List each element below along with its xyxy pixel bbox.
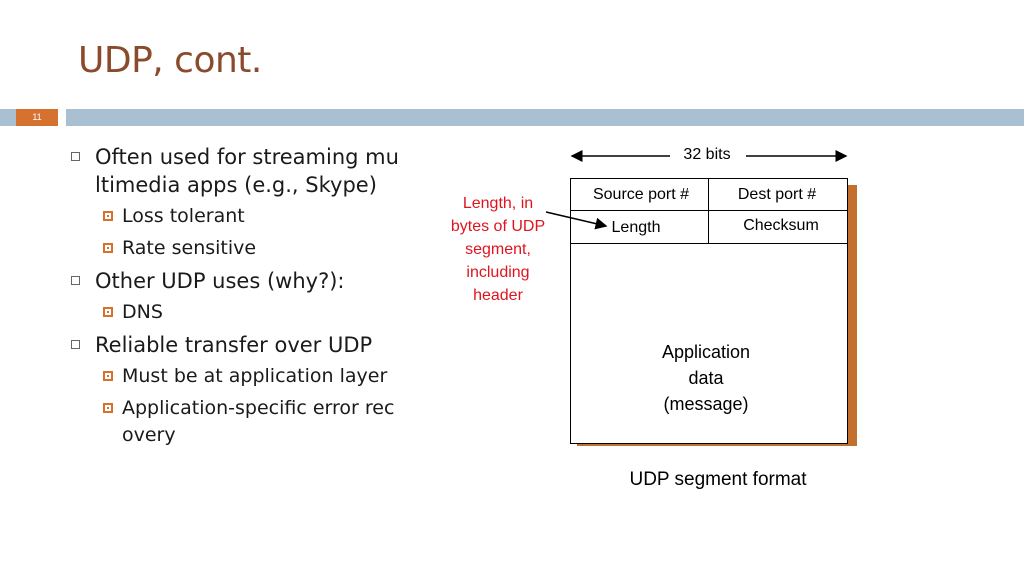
slide-title: UDP, cont.: [78, 40, 262, 81]
length-annotation: Length, in bytes of UDP segment, includi…: [438, 192, 558, 307]
app-data-line: data: [688, 368, 724, 388]
bullet-item: Reliable transfer over UDP: [68, 331, 453, 359]
bullet-text: Reliable transfer over UDP: [95, 333, 373, 357]
sub-bullet-item: DNS: [102, 299, 453, 326]
dest-port-field: Dest port #: [737, 186, 817, 203]
source-port-field: Source port #: [592, 186, 690, 203]
length-field: Length: [611, 219, 661, 236]
app-data-line: Application: [661, 342, 751, 362]
sub-bullet-item: Rate sensitive: [102, 235, 453, 262]
column-divider: [708, 179, 709, 243]
bullet-text-line2: ltimedia apps (e.g., Skype): [95, 173, 377, 197]
sub-bullet-item: Loss tolerant: [102, 203, 453, 230]
bits-width-label: 32 bits: [672, 146, 742, 164]
bullet-item: Other UDP uses (why?):: [68, 267, 453, 295]
annotation-line: including: [466, 264, 530, 281]
sub-bullet-text: Loss tolerant: [122, 205, 245, 227]
diagram-caption: UDP segment format: [629, 469, 807, 490]
header-bar-right: [66, 109, 1024, 126]
checksum-field: Checksum: [743, 217, 819, 234]
row-divider: [571, 210, 847, 211]
bullet-item: Often used for streaming mu ltimedia app…: [68, 143, 453, 199]
bullet-square-icon: [71, 152, 80, 161]
sub-bullet-icon: [103, 307, 113, 317]
sub-bullet-item: Must be at application layer: [102, 363, 453, 390]
sub-bullet-text: Rate sensitive: [122, 237, 257, 259]
application-data-field: Application data (message): [621, 339, 791, 417]
bullet-square-icon: [71, 340, 80, 349]
annotation-line: header: [473, 287, 523, 304]
header-bar-left: [0, 109, 16, 126]
annotation-line: segment,: [465, 241, 531, 258]
annotation-line: bytes of UDP: [450, 218, 546, 235]
sub-bullet-icon: [103, 403, 113, 413]
bullet-list: Often used for streaming mu ltimedia app…: [68, 143, 453, 454]
sub-bullet-icon: [103, 243, 113, 253]
sub-bullet-icon: [103, 371, 113, 381]
udp-segment-box: Source port # Dest port # Length Checksu…: [570, 178, 848, 444]
sub-bullet-icon: [103, 211, 113, 221]
app-data-line: (message): [663, 394, 749, 414]
bullet-text-line1: Often used for streaming mu: [95, 145, 399, 169]
annotation-pointer-arrow: [545, 211, 608, 230]
row-divider: [571, 243, 847, 244]
sub-bullet-text: Must be at application layer: [122, 365, 388, 387]
sub-bullet-text-line2: overy: [122, 424, 176, 446]
sub-bullet-text-line1: Application-specific error rec: [122, 397, 395, 419]
bullet-square-icon: [71, 276, 80, 285]
sub-bullet-item: Application-specific error rec overy: [102, 395, 453, 449]
sub-bullet-text: DNS: [122, 301, 163, 323]
slide-number: 11: [16, 109, 58, 126]
annotation-line: Length, in: [462, 195, 534, 212]
bullet-text: Other UDP uses (why?):: [95, 269, 345, 293]
